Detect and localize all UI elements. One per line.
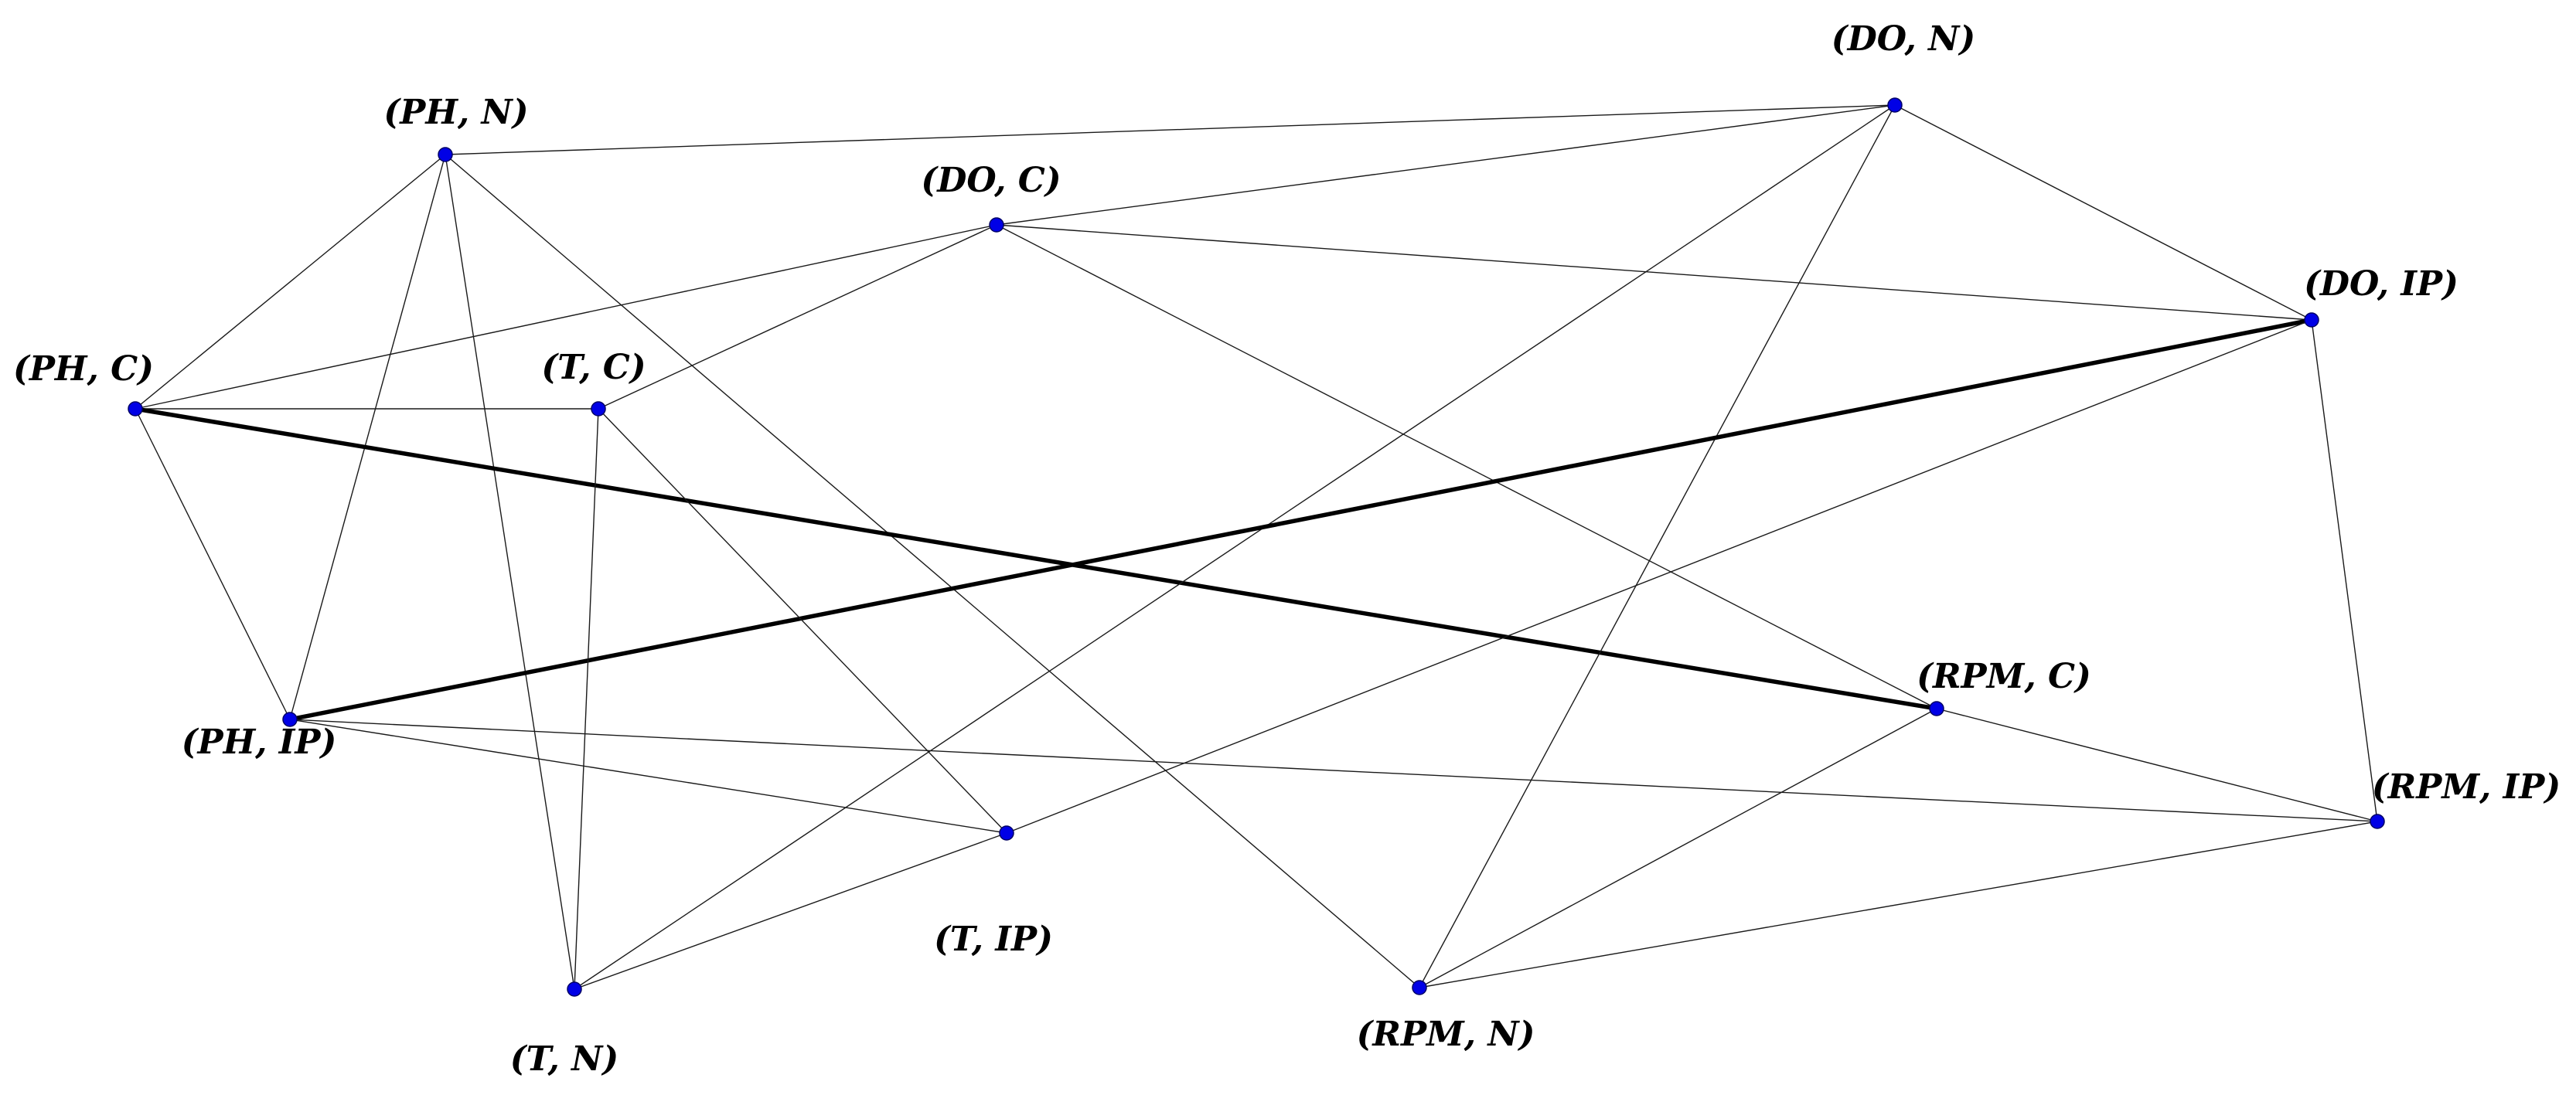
edge-DO_IP-PH_IP xyxy=(289,318,2312,722)
node-label-DO_IP: (DO, IP) xyxy=(2304,264,2458,304)
edge-PH_C-PH_IP xyxy=(135,408,291,720)
node-label-DO_C: (DO, C) xyxy=(921,161,1061,200)
node-layer xyxy=(128,97,2385,997)
edge-DO_N-RPM_N xyxy=(1419,104,1896,988)
node-label-PH_C: (PH, C) xyxy=(13,349,154,389)
edge-PH_N-RPM_N xyxy=(445,154,1420,988)
node-label-T_N: (T, N) xyxy=(510,1039,618,1079)
node-label-RPM_C: (RPM, C) xyxy=(1917,657,2091,696)
node-label-PH_IP: (PH, IP) xyxy=(182,723,337,762)
edge-PH_IP-RPM_IP xyxy=(289,719,2378,822)
node-T_IP xyxy=(999,825,1014,841)
label-layer: (PH, N) (DO, C) (DO, N) (DO, IP) (PH, C) (T, … xyxy=(13,19,2561,1079)
edge-DO_IP-RPM_IP xyxy=(2311,319,2378,822)
node-T_N xyxy=(567,981,582,997)
node-label-RPM_IP: (RPM, IP) xyxy=(2372,767,2561,807)
node-RPM_N xyxy=(1412,980,1427,995)
edge-DO_C-DO_N xyxy=(996,104,1896,226)
node-DO_C xyxy=(989,217,1004,233)
edge-DO_C-RPM_C xyxy=(996,224,1937,709)
edge-PH_N-PH_IP xyxy=(289,154,446,720)
edge-PH_N-T_N xyxy=(445,154,575,990)
edge-RPM_C-RPM_IP xyxy=(1936,708,2378,822)
edge-DO_C-DO_IP xyxy=(996,224,2312,321)
edge-PH_C-DO_C xyxy=(135,224,997,410)
node-PH_N xyxy=(438,147,453,162)
edge-DO_IP-T_IP xyxy=(1006,319,2312,834)
node-DO_IP xyxy=(2304,312,2319,328)
node-label-T_IP: (T, IP) xyxy=(934,920,1053,959)
edge-RPM_N-RPM_IP xyxy=(1419,821,2378,988)
edge-PH_N-DO_N xyxy=(445,104,1896,155)
edge-DO_N-T_N xyxy=(574,104,1896,990)
edge-PH_N-PH_C xyxy=(135,154,446,410)
node-DO_N xyxy=(1887,97,1903,113)
edge-T_IP-T_N xyxy=(574,832,1007,990)
edge-PH_IP-T_IP xyxy=(289,719,1007,834)
edge-T_C-T_N xyxy=(574,408,599,990)
node-RPM_C xyxy=(1929,701,1944,716)
node-PH_IP xyxy=(282,712,298,727)
node-label-PH_N: (PH, N) xyxy=(383,93,528,132)
edge-DO_N-DO_IP xyxy=(1894,104,2312,321)
edge-T_C-T_IP xyxy=(598,408,1007,834)
edge-RPM_C-RPM_N xyxy=(1419,708,1937,988)
edge-DO_C-T_C xyxy=(598,224,997,410)
node-label-DO_N: (DO, N) xyxy=(1831,19,1975,59)
node-label-T_C: (T, C) xyxy=(541,348,646,387)
node-PH_C xyxy=(128,401,143,417)
node-label-RPM_N: (RPM, N) xyxy=(1357,1015,1535,1054)
edge-PH_C-RPM_C xyxy=(135,406,1937,711)
node-T_C xyxy=(591,401,606,417)
node-RPM_IP xyxy=(2370,814,2385,829)
edge-layer xyxy=(135,104,2378,990)
